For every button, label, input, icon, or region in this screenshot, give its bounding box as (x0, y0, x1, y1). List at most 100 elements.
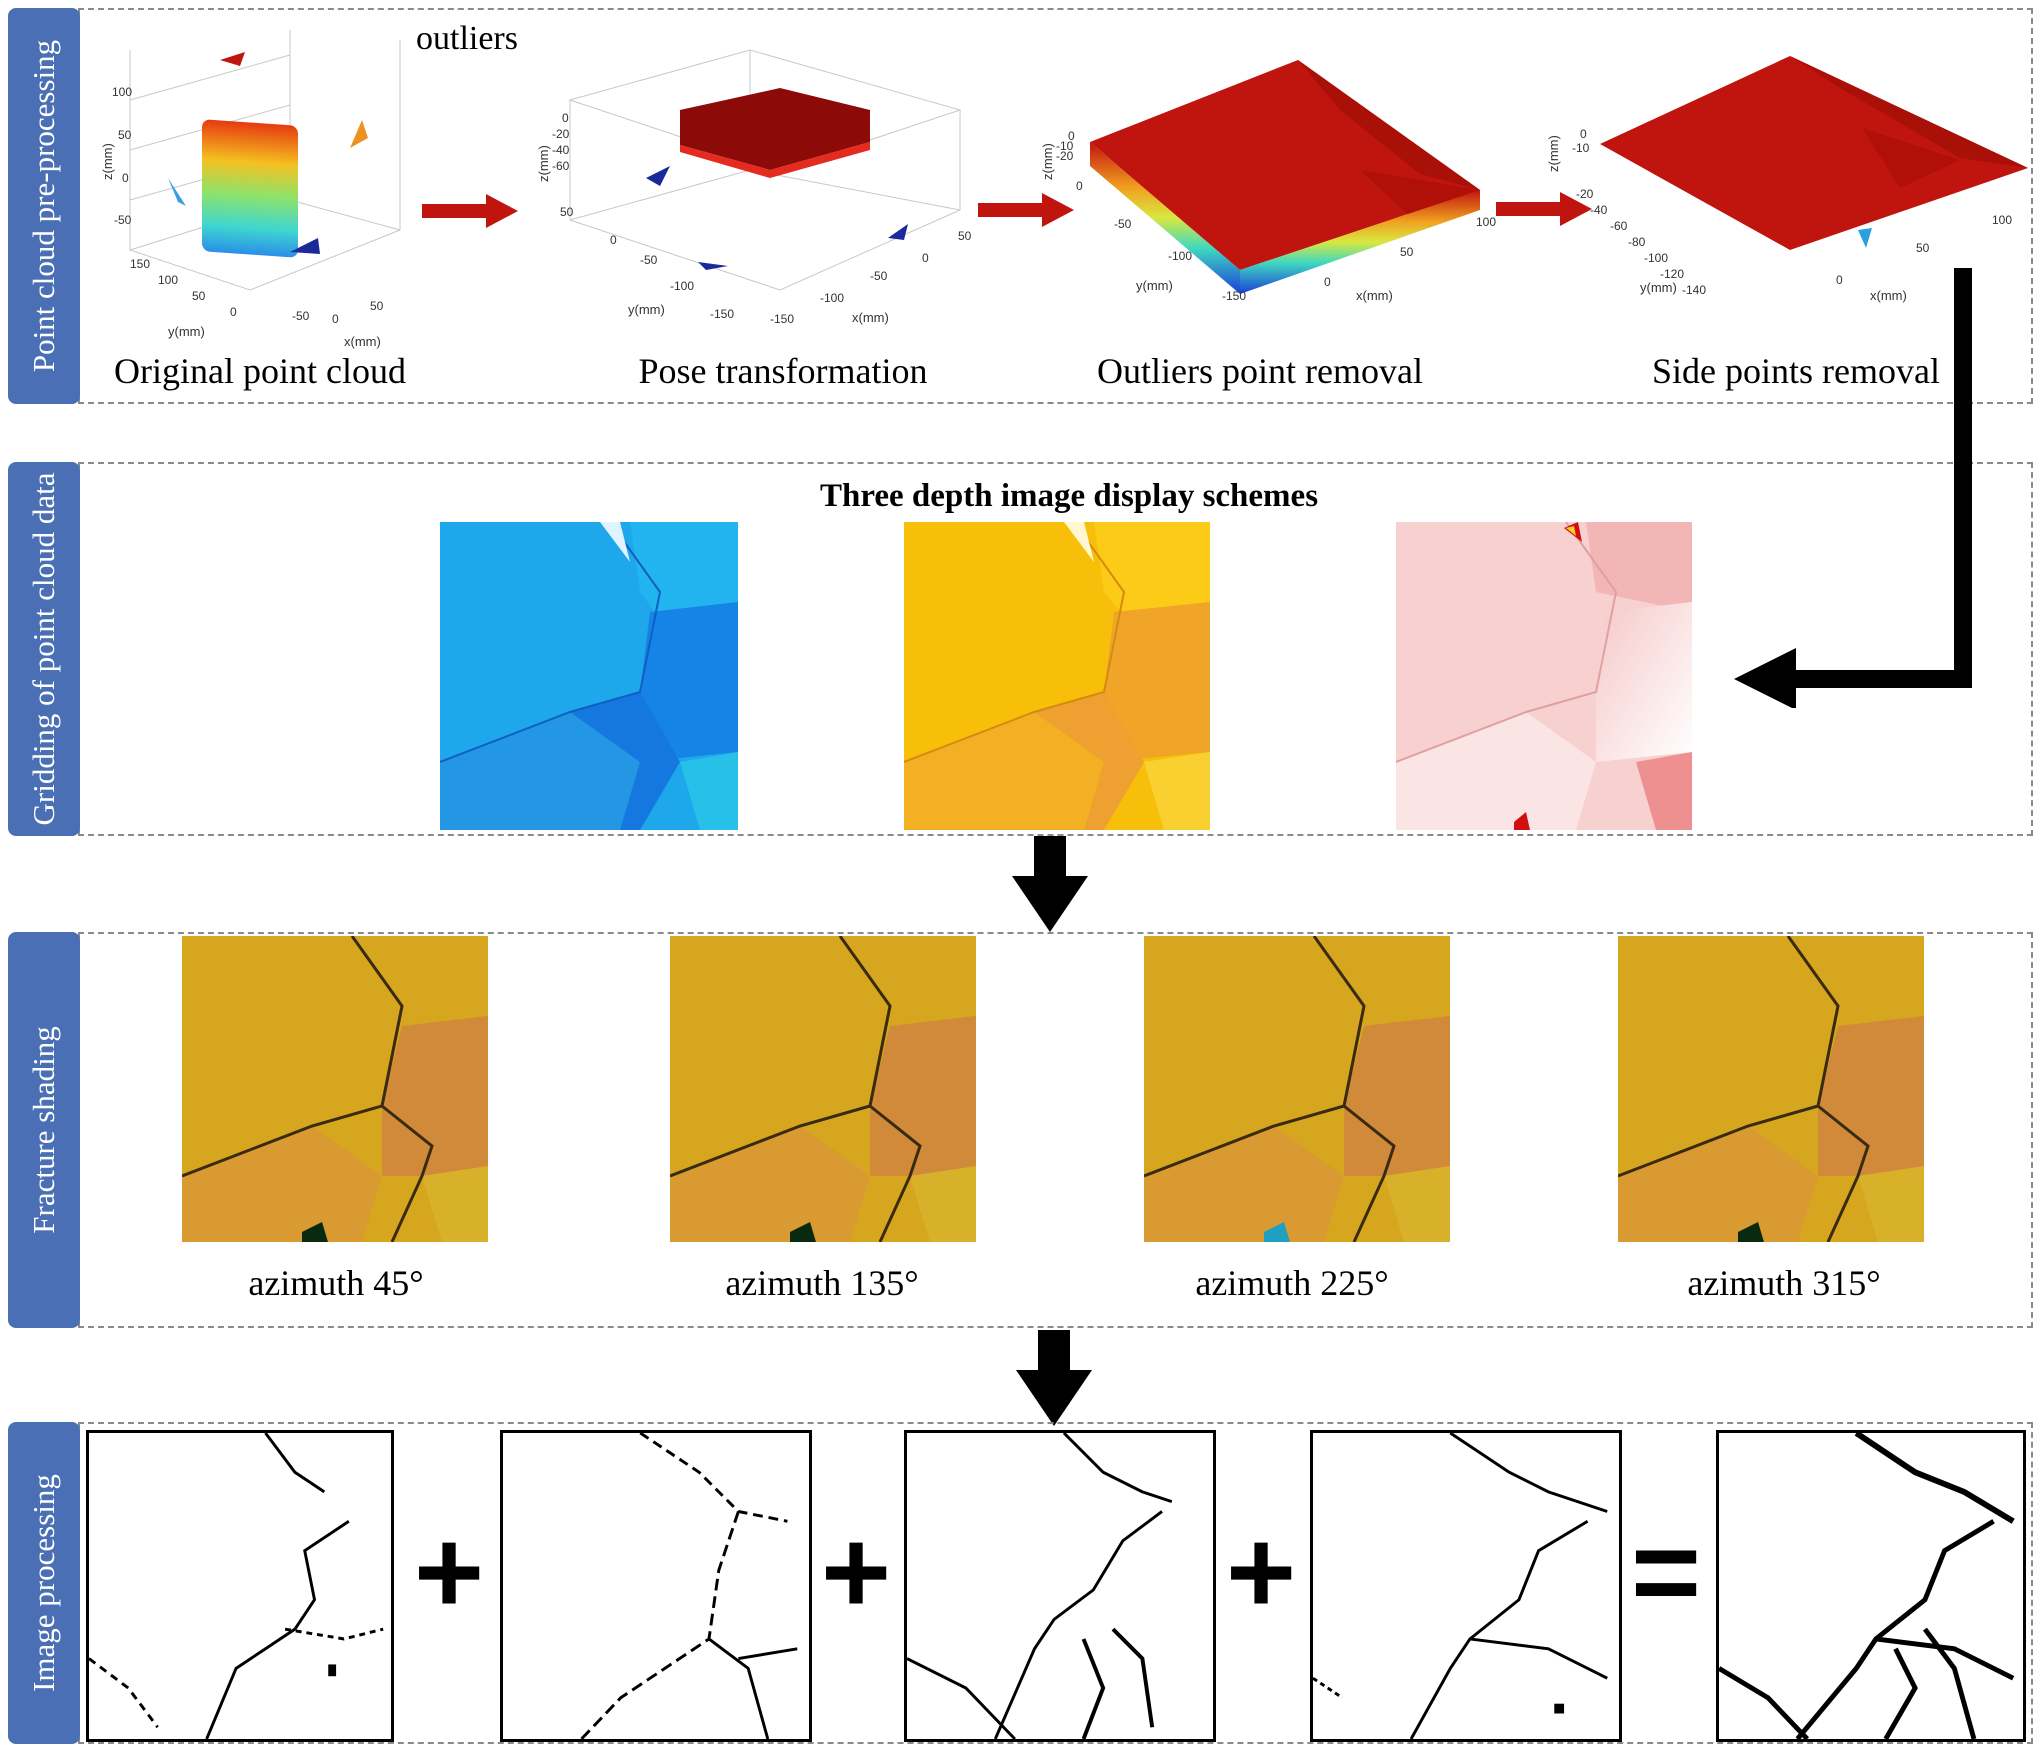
svg-text:-40: -40 (1590, 203, 1608, 217)
svg-text:0: 0 (562, 111, 569, 125)
z-axis-label-4: z(mm) (1546, 135, 1561, 172)
svg-text:-100: -100 (1168, 249, 1192, 263)
plot-outliers-removal: 0 -10 -20 0 -50 -100 -150 0 50 100 z(mm)… (1040, 60, 1496, 303)
svg-text:50: 50 (370, 299, 384, 313)
svg-text:50: 50 (958, 229, 972, 243)
svg-text:0: 0 (122, 171, 129, 185)
svg-text:-10: -10 (1572, 141, 1590, 155)
shaded-image-225 (1144, 936, 1450, 1242)
azimuth-caption-135: azimuth 135° (725, 1263, 919, 1303)
black-down-arrow-1 (1012, 836, 1088, 932)
y-axis-label-4: y(mm) (1640, 280, 1677, 295)
red-arrow-2 (978, 193, 1074, 227)
svg-text:-40: -40 (552, 143, 570, 157)
black-down-arrow-2 (1016, 1330, 1092, 1426)
svg-text:0: 0 (332, 312, 339, 326)
step-caption-2: Pose transformation (638, 351, 928, 391)
svg-text:50: 50 (1400, 245, 1414, 259)
svg-text:0: 0 (1068, 129, 1075, 143)
svg-text:0: 0 (1580, 127, 1587, 141)
step-caption-1: Original point cloud (114, 351, 406, 391)
y-axis-label-3: y(mm) (1136, 278, 1173, 293)
svg-text:-20: -20 (1576, 187, 1594, 201)
shaded-image-45 (182, 936, 488, 1242)
svg-text:50: 50 (1916, 241, 1930, 255)
svg-text:0: 0 (1836, 273, 1843, 287)
plus-operator-1: + (413, 1505, 485, 1639)
svg-text:0: 0 (230, 305, 237, 319)
section-label-preprocessing: Point cloud pre-processing (26, 39, 61, 373)
azimuth-caption-315: azimuth 315° (1687, 1263, 1881, 1303)
gridding-title: Three depth image display schemes (819, 478, 1319, 514)
svg-text:-100: -100 (820, 291, 844, 305)
binary-image-combined (1716, 1430, 2026, 1742)
binary-image-225 (904, 1430, 1216, 1742)
plus-operator-2: + (820, 1505, 892, 1639)
svg-text:-150: -150 (1222, 289, 1246, 303)
x-axis-label-1: x(mm) (344, 334, 381, 349)
svg-text:-20: -20 (552, 127, 570, 141)
depth-image-pink (1396, 522, 1692, 830)
outliers-label: outliers (416, 20, 518, 57)
step-caption-4: Side points removal (1652, 351, 1940, 391)
y-axis-label-2: y(mm) (628, 302, 665, 317)
shaded-image-135 (670, 936, 976, 1242)
plus-operator-3: + (1225, 1505, 1297, 1639)
svg-text:-150: -150 (710, 307, 734, 321)
y-axis-label-1: y(mm) (168, 324, 205, 339)
svg-text:150: 150 (130, 257, 150, 271)
svg-text:-120: -120 (1660, 267, 1684, 281)
svg-text:-100: -100 (670, 279, 694, 293)
svg-text:50: 50 (560, 205, 574, 219)
svg-text:50: 50 (192, 289, 206, 303)
svg-text:-20: -20 (1056, 149, 1074, 163)
svg-text:0: 0 (922, 251, 929, 265)
section-tab-gridding: Gridding of point cloud data (8, 462, 80, 836)
svg-text:-50: -50 (114, 213, 132, 227)
depth-image-yellow (904, 522, 1210, 830)
red-arrow-3 (1496, 192, 1592, 226)
azimuth-caption-225: azimuth 225° (1195, 1263, 1389, 1303)
binary-image-135 (500, 1430, 812, 1742)
red-arrow-1 (422, 194, 518, 228)
shaded-image-315 (1618, 936, 1924, 1242)
svg-text:0: 0 (610, 233, 617, 247)
svg-text:-80: -80 (1628, 235, 1646, 249)
plot-side-points-removal: 0 -10 -20 -40 -60 -80 -100 -120 -140 0 5… (1546, 56, 2028, 303)
azimuth-caption-45: azimuth 45° (248, 1263, 424, 1303)
section-tab-processing: Image processing (8, 1422, 80, 1744)
equals-operator: = (1630, 1505, 1702, 1639)
svg-text:0: 0 (1324, 275, 1331, 289)
svg-text:-100: -100 (1644, 251, 1668, 265)
x-axis-label-3: x(mm) (1356, 288, 1393, 303)
binary-image-315 (1310, 1430, 1622, 1742)
binary-image-45 (86, 1430, 394, 1742)
z-axis-label-3: z(mm) (1040, 143, 1055, 180)
svg-text:-10: -10 (1056, 139, 1074, 153)
svg-text:-150: -150 (770, 312, 794, 326)
x-axis-label-4: x(mm) (1870, 288, 1907, 303)
svg-text:-50: -50 (292, 309, 310, 323)
z-axis-label-1: z(mm) (100, 143, 115, 180)
svg-text:100: 100 (1992, 213, 2012, 227)
black-elbow-arrow (1734, 268, 1972, 708)
section-label-processing: Image processing (26, 1474, 61, 1692)
section-label-shading: Fracture shading (26, 1026, 61, 1234)
svg-text:0: 0 (1076, 179, 1083, 193)
svg-text:100: 100 (158, 273, 178, 287)
svg-text:100: 100 (1476, 215, 1496, 229)
plot-original-point-cloud: 100 50 0 -50 150 100 50 0 -50 0 50 z(mm)… (100, 30, 401, 349)
svg-text:-60: -60 (552, 159, 570, 173)
step-caption-3: Outliers point removal (1097, 351, 1423, 391)
svg-text:-50: -50 (1114, 217, 1132, 231)
svg-text:-50: -50 (640, 253, 658, 267)
svg-text:-140: -140 (1682, 283, 1706, 297)
svg-text:-50: -50 (870, 269, 888, 283)
z-axis-label-2: z(mm) (536, 145, 551, 182)
section-tab-preprocessing: Point cloud pre-processing (8, 8, 80, 404)
svg-text:100: 100 (112, 85, 132, 99)
plot-pose-transformation: 0 -20 -40 -60 50 0 -50 -100 -150 -150 -1… (536, 49, 972, 326)
section-tab-shading: Fracture shading (8, 932, 80, 1328)
x-axis-label-2: x(mm) (852, 310, 889, 325)
